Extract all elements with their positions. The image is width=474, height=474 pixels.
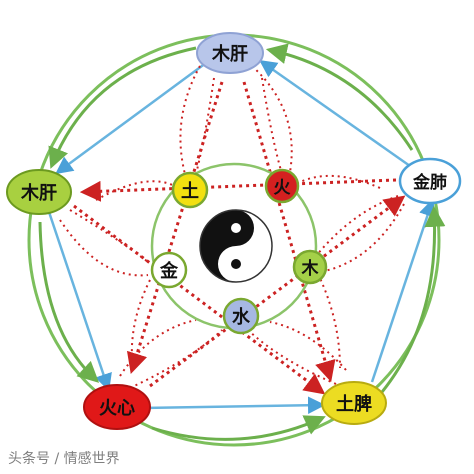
inner-node-upper-left: 土 xyxy=(171,171,209,209)
inner-node-right: 木 xyxy=(292,249,328,285)
inner-label-water: 水 xyxy=(232,306,251,328)
arc-bottomright-to-right xyxy=(380,205,446,393)
inner-node-left: 金 xyxy=(150,251,188,289)
outer-label-top: 木肝 xyxy=(211,43,248,65)
control-arrows xyxy=(73,81,406,395)
outer-node-top: 木肝 xyxy=(196,32,264,74)
inner-node-bottom: 水 xyxy=(222,297,260,335)
inner-label-fire: 火 xyxy=(274,178,292,198)
watermark-text: 头条号 / 情感世界 xyxy=(8,451,120,467)
outer-node-left: 木肝 xyxy=(6,169,72,215)
star-left-to-bottomright xyxy=(73,204,326,395)
outer-label-right: 金肺 xyxy=(412,172,447,193)
yin-yang-icon xyxy=(199,209,273,283)
edge-bottomleft-bottomright xyxy=(141,396,326,414)
outer-label-left: 木肝 xyxy=(20,182,57,204)
edge-right-top xyxy=(259,59,411,168)
outer-label-bottom-right: 土脾 xyxy=(336,393,372,415)
outer-node-bottom-left: 火心 xyxy=(83,384,151,430)
outer-arrows xyxy=(38,43,446,441)
arc-left-to-bottomleft xyxy=(38,221,100,383)
inner-label-earth: 土 xyxy=(181,181,199,202)
arc-top-to-left xyxy=(48,46,197,169)
inner-label-metal: 金 xyxy=(159,260,179,282)
edge-top-left xyxy=(55,58,211,175)
star-top-to-bottomleft xyxy=(126,81,224,375)
arc-bottomleft-to-bottomright xyxy=(151,415,326,441)
outer-node-right: 金肺 xyxy=(398,157,462,205)
star-right-to-left xyxy=(79,178,397,202)
outer-node-bottom-right: 土脾 xyxy=(321,381,387,425)
star-top-to-bottomright xyxy=(242,81,336,383)
arc-right-to-top xyxy=(265,43,414,151)
outer-label-bottom-left: 火心 xyxy=(99,398,135,419)
inner-label-wood: 木 xyxy=(301,258,320,279)
edge-left-bottomleft xyxy=(43,199,112,392)
edge-bottomright-right xyxy=(370,198,436,383)
pentagon-edges xyxy=(43,58,436,414)
inner-node-upper-right: 火 xyxy=(264,168,300,204)
